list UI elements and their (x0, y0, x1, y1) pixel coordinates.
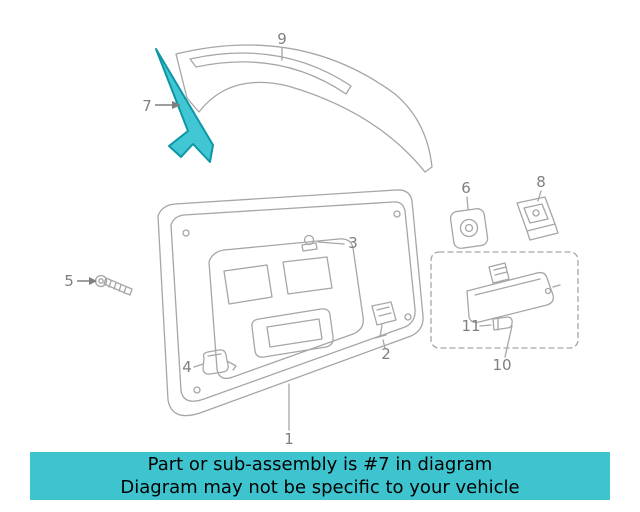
clip-2-stem (379, 324, 383, 338)
panel-hole-1 (182, 229, 190, 237)
sub-assembly-dashed-box (430, 251, 579, 349)
socket-outer (516, 196, 556, 232)
lamp-inner-line (474, 278, 541, 296)
part-4-leader (193, 363, 204, 368)
clip-2-foot (374, 334, 387, 339)
grommet-center (464, 223, 474, 233)
bulb-body (492, 316, 513, 331)
clip-4 (193, 349, 237, 375)
panel-hole-2 (393, 210, 401, 218)
part-10-label: 10 (492, 356, 511, 374)
part-9-label: 9 (277, 30, 287, 48)
clip-2 (371, 301, 397, 349)
part-8-leader (537, 190, 542, 202)
clip-2-body (371, 301, 397, 326)
part-5-arrow-head (89, 277, 97, 285)
panel-cutout-left (223, 264, 273, 305)
caption-banner: Part or sub-assembly is #7 in diagram Di… (30, 452, 610, 500)
lamp-connector-pin-2 (494, 271, 508, 276)
socket-8 (516, 190, 559, 241)
part-3-label: 3 (348, 234, 358, 252)
diagram-line-art (94, 44, 579, 431)
screw-head-inner (98, 278, 104, 284)
part-labels: 1 2 3 4 5 6 7 8 9 10 11 (64, 30, 546, 448)
clip-2-inner-2 (378, 312, 392, 317)
grommet-ring (459, 218, 479, 238)
lamp-screw-tab (552, 284, 561, 288)
clip-3-base (301, 242, 318, 252)
trim-panel (157, 189, 424, 431)
part-6-label: 6 (461, 179, 471, 197)
part-7-shape (155, 48, 214, 163)
part-11-label: 11 (461, 317, 480, 335)
glass-inner-strip (189, 52, 352, 95)
socket-depth (526, 223, 559, 241)
part-2-leader (382, 339, 386, 349)
rear-glass-outline (175, 44, 433, 173)
panel-hole-4 (193, 386, 201, 394)
caption-line-1: Part or sub-assembly is #7 in diagram (147, 454, 493, 475)
glass-outer-path (175, 44, 433, 173)
lamp-connector (488, 262, 510, 284)
screw-shaft (103, 277, 133, 296)
panel-recess-path (208, 238, 364, 380)
part-8-label: 8 (536, 173, 546, 191)
pointer-arrows (77, 101, 181, 285)
panel-outer-path (157, 189, 424, 417)
grommet-6 (449, 196, 489, 249)
part-3-leader (317, 241, 345, 245)
clip-4-inner-line (207, 353, 222, 357)
caption-line-2: Diagram may not be specific to your vehi… (120, 477, 520, 498)
part-2-label: 2 (381, 345, 391, 363)
screw-thread-4 (123, 286, 127, 294)
panel-inner-path (170, 201, 416, 402)
bulb-11 (479, 316, 513, 331)
socket-inner (523, 203, 549, 224)
part-5-label: 5 (64, 272, 74, 290)
lamp-connector-pin-1 (493, 266, 507, 271)
panel-handle-outer (251, 308, 334, 358)
part-7-arrow-head (172, 101, 181, 109)
part-7-label: 7 (142, 97, 152, 115)
lamp-assembly-10 (466, 262, 561, 358)
part-1-label: 1 (284, 430, 294, 448)
clip-3 (301, 234, 345, 252)
grommet-body (449, 208, 489, 249)
panel-hole-3 (404, 313, 412, 321)
panel-handle-inner (266, 318, 323, 348)
panel-cutout-right (282, 256, 333, 295)
part-6-leader (466, 196, 469, 210)
part-11-leader (479, 324, 492, 327)
screw-thread-2 (113, 282, 117, 290)
lamp-end-cap (544, 287, 552, 295)
lamp-body (466, 271, 555, 324)
part-4-label: 4 (182, 358, 192, 376)
screw-thread-1 (108, 280, 112, 288)
clip-4-tail (226, 360, 237, 371)
part-10-leader (504, 325, 513, 358)
clip-4-body (202, 349, 229, 375)
screw-5 (94, 274, 133, 296)
part-7-highlight (155, 48, 214, 163)
clip-2-inner-1 (376, 306, 390, 311)
screw-thread-3 (118, 284, 122, 292)
socket-hole (532, 209, 540, 217)
